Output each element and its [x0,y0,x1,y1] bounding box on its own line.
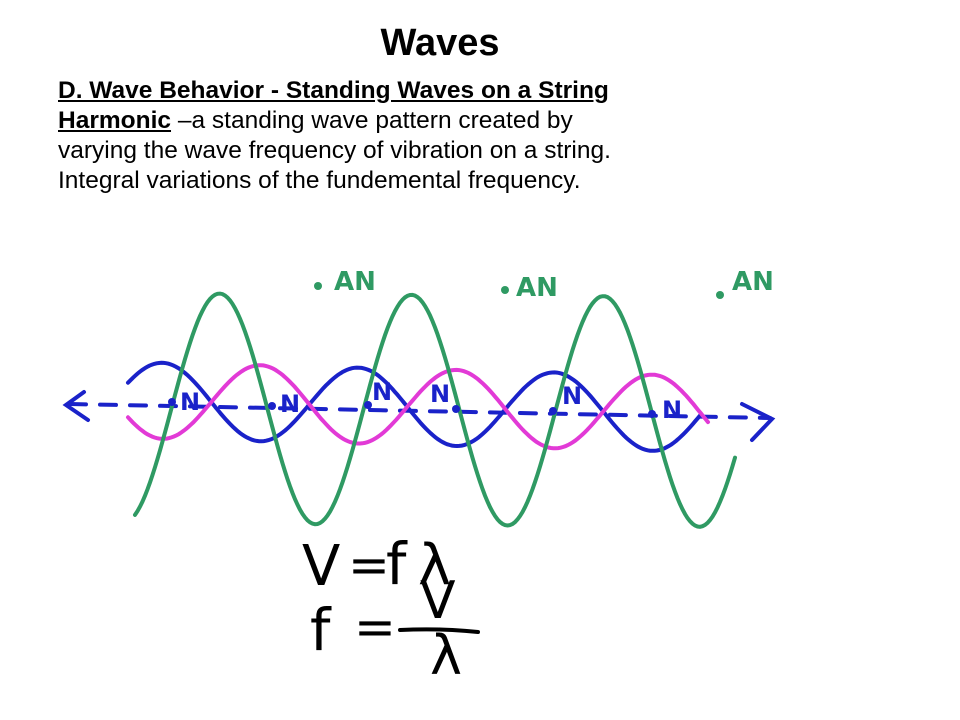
node-dot [364,401,372,409]
equation-1-f: f [386,530,408,598]
antinode-label: AN [334,267,376,297]
left-arrowhead-icon [62,390,90,422]
node-label: N [372,378,392,406]
definition-text-1: –a standing wave pattern created by [171,107,573,134]
antinode-dot [716,291,724,299]
node-dot [168,398,176,406]
definition-line-1: Harmonic –a standing wave pattern create… [58,106,818,136]
node-dot [452,405,460,413]
equation-2-equals: = [354,598,396,656]
antinode-label: AN [732,267,774,297]
fundamental-harmonic-wave [126,360,702,453]
equation-2-denominator-lambda: λ [430,624,462,687]
antinode-label: AN [516,273,558,303]
third-harmonic-wave [133,291,737,529]
right-arrowhead-icon [740,402,776,442]
node-label: N [180,388,200,416]
equation-2-f: f [310,596,332,664]
slide-title: Waves [380,22,500,64]
node-label: N [662,396,682,424]
second-harmonic-wave [126,363,710,451]
node-dots [168,398,656,418]
equation-1-v: V [302,534,340,599]
antinode-dot [314,282,322,290]
node-dot [549,407,557,415]
definition-line-2: varying the wave frequency of vibration … [58,137,611,164]
harmonic-term: Harmonic [58,107,172,134]
text-block: D. Wave Behavior - Standing Waves on a S… [58,76,818,196]
equation-2-numerator-v: V [420,571,456,631]
equation-1-lambda: λ [418,533,451,598]
node-label: N [562,382,582,410]
node-dot [648,410,656,418]
equation-1-equals: = [348,536,390,594]
definition-line-3: Integral variations of the fundemental f… [58,167,581,194]
fraction-bar [398,627,480,634]
slide-subtitle: D. Wave Behavior - Standing Waves on a S… [58,77,609,104]
node-label: N [430,380,450,408]
node-dot [268,402,276,410]
node-label: N [280,390,300,418]
antinode-dot [501,286,509,294]
